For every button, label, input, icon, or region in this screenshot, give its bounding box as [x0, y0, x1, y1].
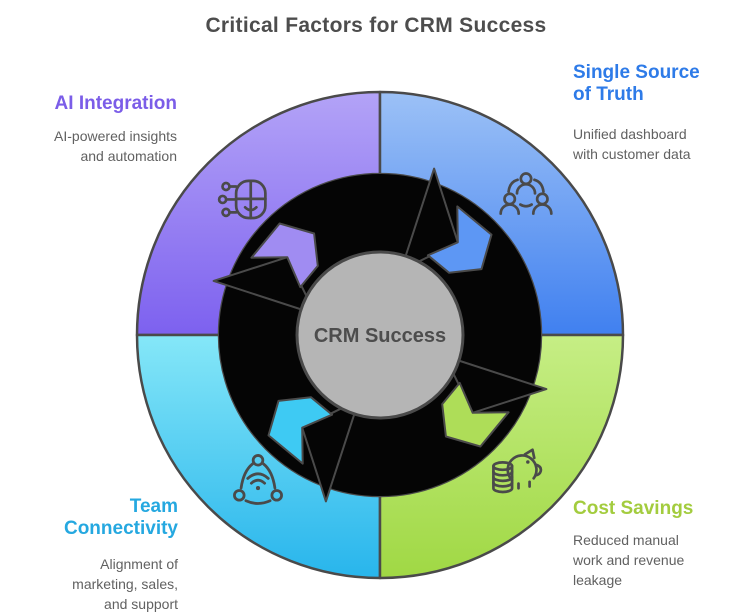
page-title: Critical Factors for CRM Success: [205, 14, 547, 37]
team-people-icon: [499, 172, 553, 215]
chevron-arrow-single-source-of-truth: [426, 205, 493, 274]
factor-title-single-source-of-truth: Single Source of Truth: [573, 62, 700, 106]
piggy-bank-icon: [492, 448, 543, 494]
center-circle: [295, 250, 465, 420]
chevron-arrow-team-connectivity: [267, 396, 334, 465]
factor-description-single-source-of-truth: Unified dashboard with customer data: [573, 126, 691, 163]
chevron-arrow-ai-integration: [250, 222, 319, 289]
network-connectivity-icon: [233, 454, 283, 505]
factor-description-cost-savings: Reduced manual work and revenue leakage: [573, 532, 685, 589]
center-label: CRM Success: [314, 325, 446, 347]
quadrant-cost-savings: [378, 333, 625, 580]
ai-brain-circuit-icon: [217, 179, 267, 220]
factor-title-team-connectivity: Team Connectivity: [63, 496, 178, 540]
chevron-arrow-cost-savings: [441, 381, 510, 448]
factor-description-ai-integration: AI-powered insights and automation: [54, 128, 177, 165]
factor-title-cost-savings: Cost Savings: [573, 498, 694, 519]
factor-description-team-connectivity: Alignment of marketing, sales, and suppo…: [72, 556, 178, 613]
factor-title-ai-integration: AI Integration: [54, 93, 177, 114]
cycle-ring: [219, 174, 541, 496]
